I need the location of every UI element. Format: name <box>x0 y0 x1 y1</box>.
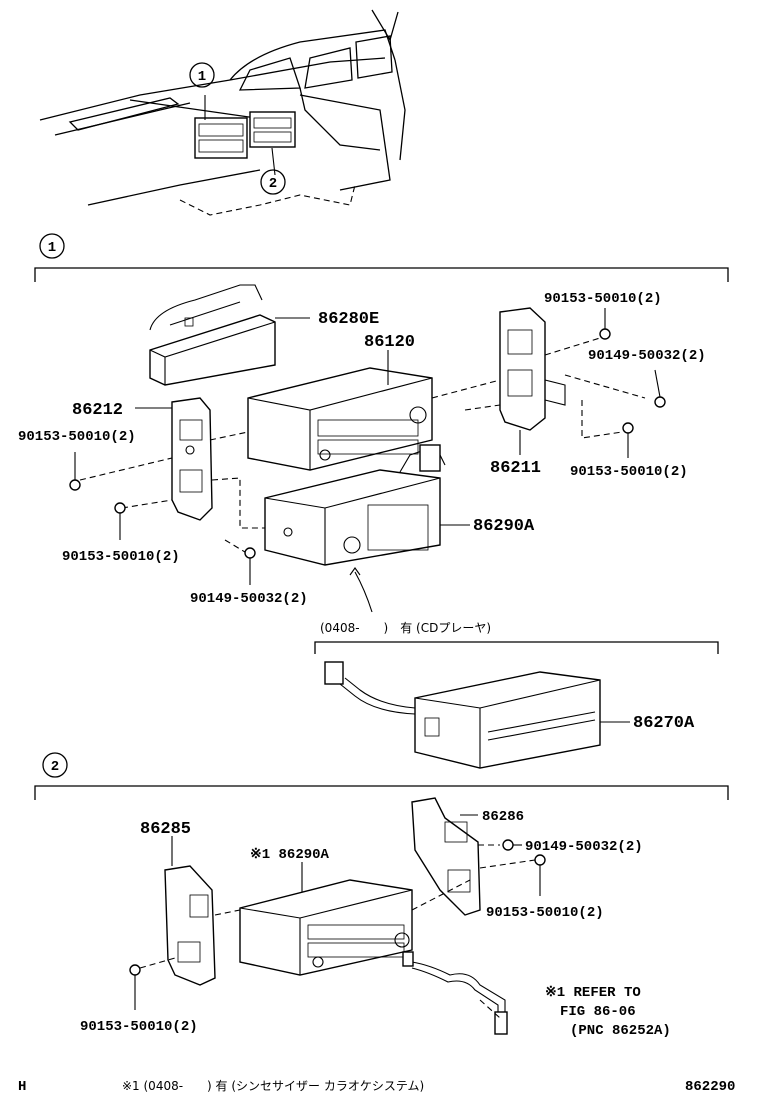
label-bolt-s1-3: 90153-50010(2) <box>18 429 136 445</box>
label-bolt-s1-1: 90153-50010(2) <box>544 291 662 307</box>
section-2-callout: 2 <box>51 759 59 775</box>
footer: H ※1 (0408- ) 有 (シンセサイザー カラオケシステム) 86229… <box>18 1079 735 1095</box>
section-1: 1 86280E 86120 <box>18 233 729 769</box>
amplifier-86280e <box>149 284 310 386</box>
cd-option-label: (0408- ) 有 (CDプレーヤ) <box>320 621 491 635</box>
label-bolt-s1-2: 90149-50032(2) <box>588 348 706 364</box>
refer-line-1: ※1 REFER TO <box>545 985 641 1001</box>
refer-line-2: FIG 86-06 <box>560 1004 636 1020</box>
label-bolt-s1-6: 90149-50032(2) <box>190 591 308 607</box>
cd-player-86270a <box>324 661 630 769</box>
dashboard-overview: 1 2 <box>39 9 406 216</box>
bolts-section-2 <box>129 839 546 1010</box>
footer-note: ※1 (0408- ) 有 (シンセサイザー カラオケシステム) <box>122 1079 424 1093</box>
label-bolt-s1-5: 90153-50010(2) <box>62 549 180 565</box>
label-86212: 86212 <box>72 401 123 420</box>
cd-option-bracket <box>314 641 719 654</box>
callout-1-top: 1 <box>198 69 206 85</box>
label-86270a: 86270A <box>633 714 695 733</box>
label-bolt-s1-4: 90153-50010(2) <box>570 464 688 480</box>
bracket-86285 <box>164 836 216 986</box>
footer-left: H <box>18 1079 26 1095</box>
label-86286: 86286 <box>482 809 524 825</box>
bracket-86211 <box>499 307 566 455</box>
bracket-86212 <box>135 397 213 521</box>
label-86290a: 86290A <box>473 517 535 536</box>
callout-2-top: 2 <box>269 176 277 192</box>
refer-line-3: (PNC 86252A) <box>570 1023 671 1039</box>
section-1-callout: 1 <box>48 240 56 256</box>
label-bolt-s2-1: 90149-50032(2) <box>525 839 643 855</box>
bolts-section-1 <box>69 308 666 585</box>
label-86290a-ref: ※1 86290A <box>250 847 330 863</box>
label-bolt-s2-2: 90153-50010(2) <box>486 905 604 921</box>
label-86285: 86285 <box>140 820 191 839</box>
unit-86290a-ref <box>239 862 413 976</box>
label-86211: 86211 <box>490 459 541 478</box>
radio-86120 <box>247 350 433 471</box>
label-86120: 86120 <box>364 333 415 352</box>
section-2-bracket <box>34 785 729 800</box>
figure-number: 862290 <box>685 1079 735 1095</box>
label-86280e: 86280E <box>318 310 379 329</box>
bracket-86286 <box>411 797 481 916</box>
section-2: 2 86285 ※1 86290A 86286 <box>34 752 729 1039</box>
section-1-bracket <box>34 267 729 282</box>
cd-unit-86290a <box>264 444 470 613</box>
label-bolt-s2-3: 90153-50010(2) <box>80 1019 198 1035</box>
